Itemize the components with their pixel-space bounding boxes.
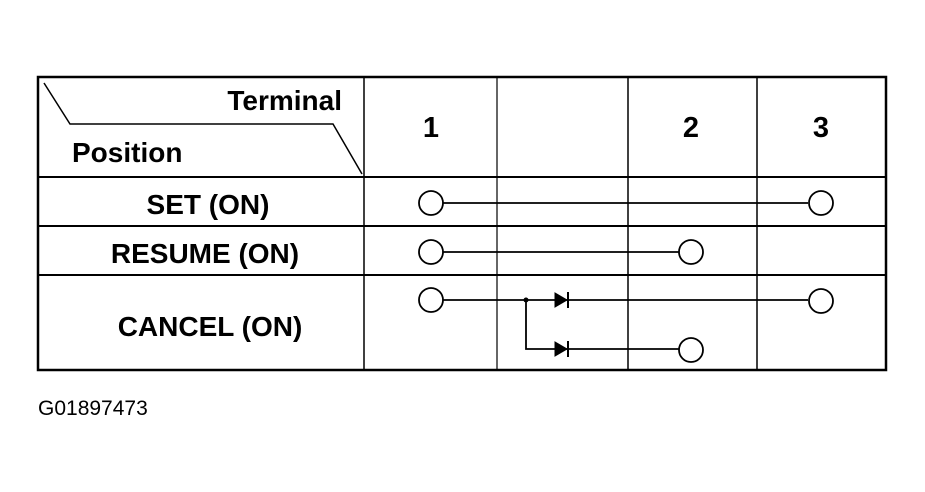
column-header-1: 1 [423,112,439,144]
header-corner-divider [43,82,363,175]
terminal-label: Terminal [227,85,342,116]
terminal-circle [678,337,704,363]
row-label-cancel: CANCEL (ON) [118,311,303,342]
set-row-connection [418,190,834,216]
terminal-circle [418,287,444,313]
column-header-2: 2 [683,112,699,144]
diode-icon [554,341,569,357]
position-label: Position [72,137,182,168]
diode-icon [554,292,569,308]
resume-row-connection [418,239,704,265]
terminal-circle [808,288,834,314]
row-label-set: SET (ON) [147,189,270,220]
figure-code: G01897473 [38,397,148,420]
terminal-circle [678,239,704,265]
terminal-circle [418,239,444,265]
terminal-circle [808,190,834,216]
row-label-resume: RESUME (ON) [111,238,299,269]
table-grid [36,75,888,372]
terminal-circle [418,190,444,216]
junction-dot [523,297,529,303]
column-header-3: 3 [813,112,829,144]
cancel-row-connection [418,287,834,363]
